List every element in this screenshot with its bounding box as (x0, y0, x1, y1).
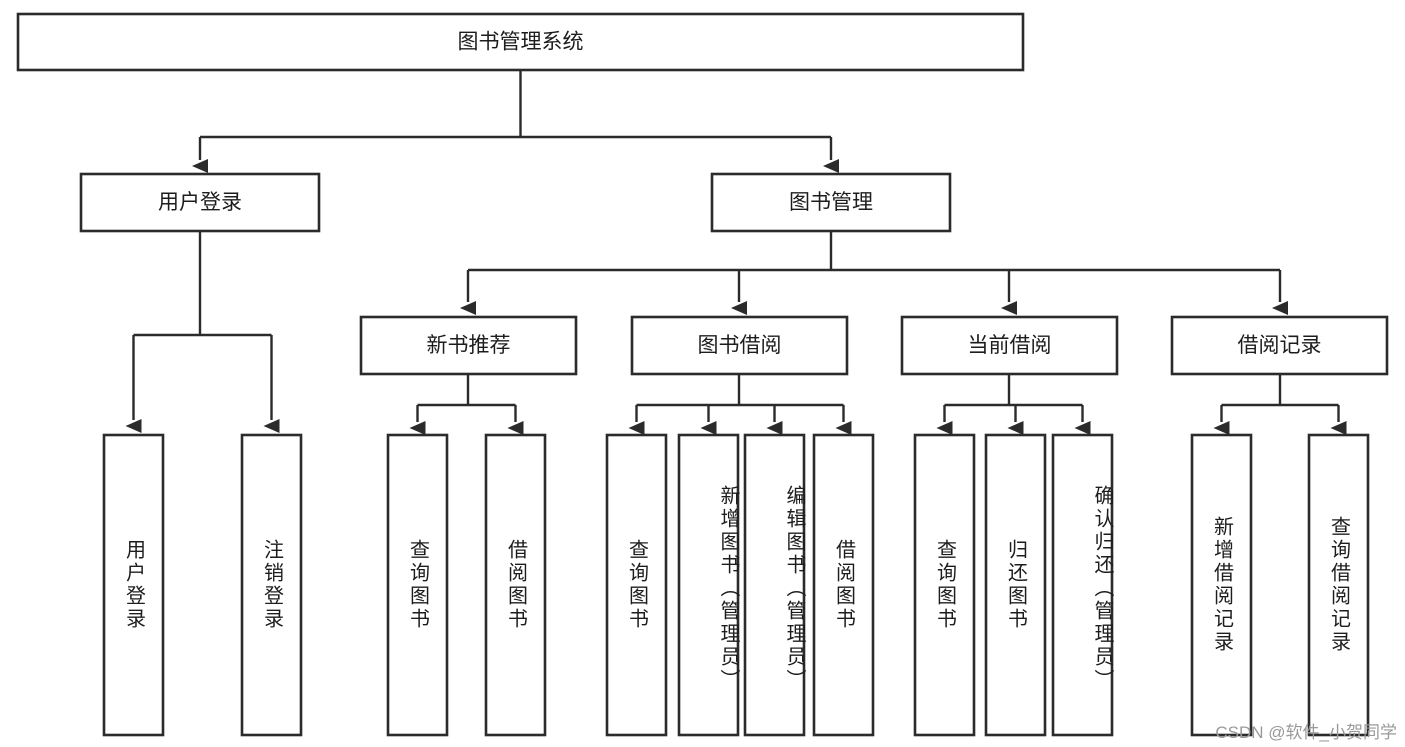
node-user-login-box[interactable] (79, 172, 321, 233)
node-leaf-borrow-book-bor-box[interactable] (812, 433, 875, 737)
node-borrow-record-box[interactable] (1170, 315, 1389, 376)
node-book-manage-label: 图书管理 (789, 191, 873, 214)
node-leaf-add-borrow-record-box[interactable] (1190, 433, 1253, 737)
node-book-manage-box[interactable] (710, 172, 952, 233)
node-leaf-confirm-return-admin-box[interactable] (1051, 433, 1114, 737)
connector-group-borrow-record (1213, 374, 1347, 435)
leaf-node-boxes (102, 433, 1370, 737)
node-user-login-label: 用户登录 (158, 191, 242, 214)
node-book-borrow-box[interactable] (630, 315, 849, 376)
node-book-borrow[interactable]: 图书借阅 (630, 315, 849, 376)
node-root-label: 图书管理系统 (458, 31, 584, 54)
node-book-manage[interactable]: 图书管理 (710, 172, 952, 233)
node-leaf-query-book-bor-box[interactable] (605, 433, 668, 737)
node-leaf-query-borrow-record-box[interactable] (1307, 433, 1370, 737)
connector-group-current-borrow (936, 374, 1091, 435)
node-leaf-query-book-rec-box[interactable] (386, 433, 449, 737)
node-leaf-borrow-book-rec-box[interactable] (484, 433, 547, 737)
connector-group-root (192, 70, 839, 173)
node-leaf-query-book-cur-box[interactable] (913, 433, 976, 737)
connector-group-book-borrow (628, 374, 852, 435)
connector-group-user-login (125, 231, 280, 433)
node-leaf-logout-box[interactable] (240, 433, 303, 737)
node-current-borrow[interactable]: 当前借阅 (900, 315, 1119, 376)
node-book-borrow-label: 图书借阅 (698, 334, 782, 357)
node-user-login[interactable]: 用户登录 (79, 172, 321, 233)
node-leaf-user-login-box[interactable] (102, 433, 165, 737)
node-leaf-edit-book-admin-box[interactable] (743, 433, 806, 737)
node-new-book-recommend[interactable]: 新书推荐 (359, 315, 578, 376)
connector-group-book-manage (460, 231, 1288, 315)
watermark: CSDN @软件_小贺同学 (1215, 723, 1397, 742)
node-borrow-record-label: 借阅记录 (1238, 334, 1322, 357)
connector-group-new-book-recommend (409, 374, 524, 435)
node-root[interactable]: 图书管理系统 (16, 12, 1025, 72)
node-current-borrow-box[interactable] (900, 315, 1119, 376)
node-current-borrow-label: 当前借阅 (968, 334, 1052, 357)
node-borrow-record[interactable]: 借阅记录 (1170, 315, 1389, 376)
node-new-book-recommend-box[interactable] (359, 315, 578, 376)
node-new-book-recommend-label: 新书推荐 (427, 334, 511, 357)
node-leaf-return-book-box[interactable] (984, 433, 1047, 737)
node-root-box[interactable] (16, 12, 1025, 72)
node-leaf-add-book-admin-box[interactable] (677, 433, 740, 737)
